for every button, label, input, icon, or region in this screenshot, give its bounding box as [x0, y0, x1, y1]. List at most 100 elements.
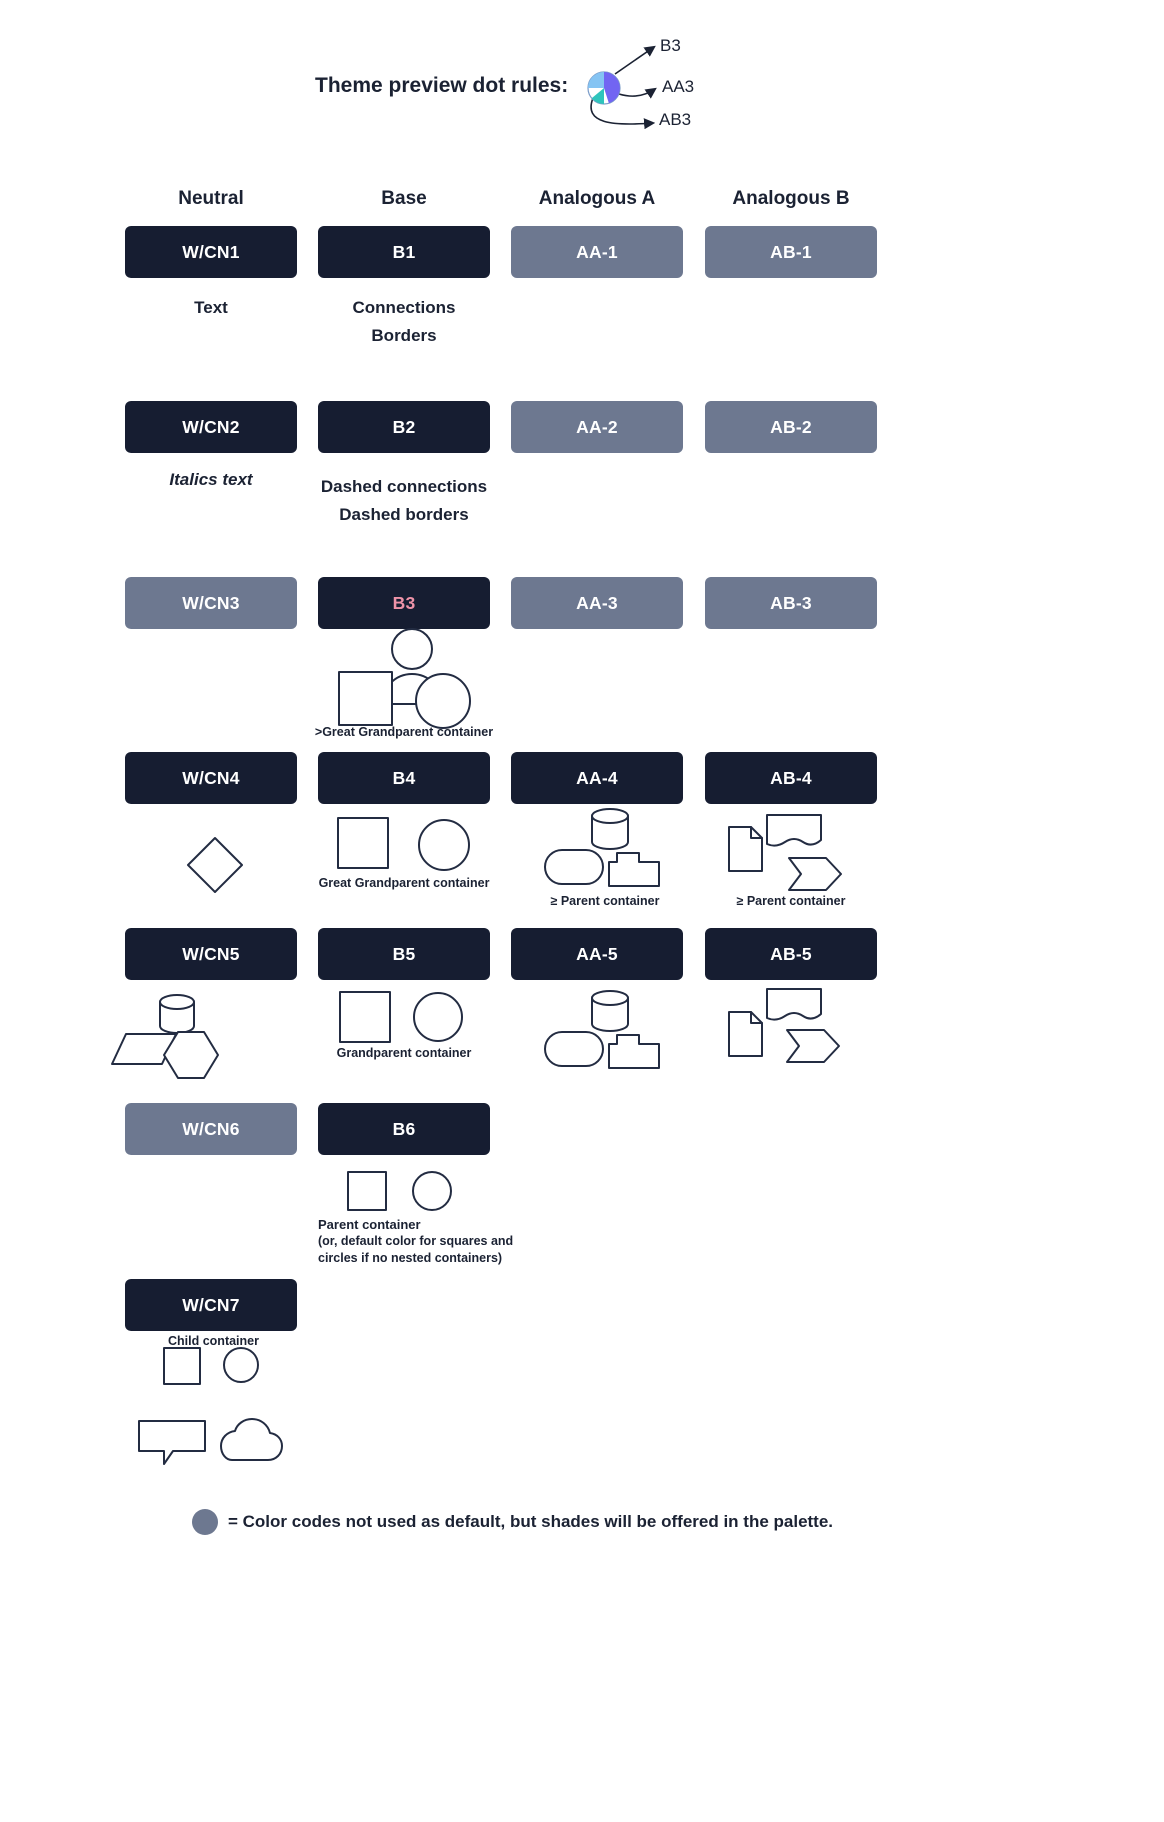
caption-aa4: ≥ Parent container	[550, 894, 660, 908]
caption-b3: >Great Grandparent container	[314, 725, 494, 739]
b5-shape-group	[339, 991, 463, 1043]
circle-shape	[412, 1171, 452, 1211]
badge-wcn1: W/CN1	[125, 226, 297, 278]
stadium-shape	[544, 849, 604, 885]
document-shape	[728, 1011, 763, 1057]
annotation-borders: Borders	[371, 326, 437, 345]
badge-b3: B3	[318, 577, 490, 629]
badge-wcn5: W/CN5	[125, 928, 297, 980]
cylinder-shape	[591, 997, 629, 1032]
badge-aa2: AA-2	[511, 401, 683, 453]
badge-aa3: AA-3	[511, 577, 683, 629]
badge-wcn6: W/CN6	[125, 1103, 297, 1155]
annotation-italics-text: Italics text	[169, 470, 253, 489]
arrow-to-b3	[614, 45, 656, 75]
annotation-dashed-borders: Dashed borders	[339, 505, 469, 524]
column-header-analogous-b: Analogous B	[732, 188, 850, 209]
badge-b4: B4	[318, 752, 490, 804]
badge-wcn7: W/CN7	[125, 1279, 297, 1331]
badge-aa1: AA-1	[511, 226, 683, 278]
badge-b1: B1	[318, 226, 490, 278]
stadium-shape	[544, 1031, 604, 1067]
square-shape	[347, 1171, 387, 1211]
badge-wcn2: W/CN2	[125, 401, 297, 453]
badge-wcn3: W/CN3	[125, 577, 297, 629]
dot-segment-blue	[588, 72, 604, 88]
document-fold-icon	[750, 826, 763, 839]
aa5-shape-group	[544, 990, 660, 1069]
document-shape	[728, 826, 763, 872]
dot-rules-arrows	[587, 45, 657, 130]
circle-shape	[418, 819, 470, 871]
chevron-shape	[788, 857, 842, 891]
caption-b6: Parent container (or, default color for …	[318, 1216, 526, 1267]
dot-segment-purple	[604, 72, 620, 104]
badge-b6: B6	[318, 1103, 490, 1155]
column-header-base: Base	[381, 188, 427, 209]
caption-b6-line2: (or, default color for squares and circl…	[318, 1234, 514, 1265]
wcn7-shape-group-2	[138, 1418, 283, 1465]
wave-shape	[766, 814, 822, 847]
cylinder-shape	[591, 815, 629, 850]
wcn5-shape-group	[111, 994, 219, 1079]
dot-rule-label-b3: B3	[660, 36, 681, 55]
diamond-shape	[187, 837, 243, 893]
badge-b2: B2	[318, 401, 490, 453]
theme-preview-dot	[587, 71, 621, 105]
aa4-shape-group	[544, 808, 660, 887]
badge-wcn4: W/CN4	[125, 752, 297, 804]
person-head-shape	[391, 628, 433, 670]
legend-gray-dot-icon	[192, 1509, 218, 1535]
column-header-neutral: Neutral	[178, 188, 244, 209]
tabbed-rect-shape	[608, 852, 660, 887]
tabbed-rect-shape	[608, 1034, 660, 1069]
badge-ab3: AB-3	[705, 577, 877, 629]
annotation-connections-borders: Connections Borders	[304, 294, 504, 350]
ab4-shape-group	[728, 814, 842, 891]
dot-rule-label-aa3: AA3	[662, 77, 695, 96]
ab5-shape-group	[728, 988, 840, 1063]
annotation-dashed: Dashed connections Dashed borders	[304, 473, 504, 529]
circle-shape	[415, 673, 471, 729]
caption-b5: Grandparent container	[336, 1046, 472, 1060]
b6-shape-group	[347, 1171, 452, 1211]
badge-ab4: AB-4	[705, 752, 877, 804]
caption-b6-line1: Parent container	[318, 1217, 421, 1232]
cylinder-top-shape	[159, 994, 195, 1010]
wave-shape	[766, 988, 822, 1021]
cylinder-top-shape	[591, 990, 629, 1006]
caption-ab4: ≥ Parent container	[736, 894, 846, 908]
badge-ab2: AB-2	[705, 401, 877, 453]
annotation-dashed-connections: Dashed connections	[320, 477, 488, 496]
square-shape	[163, 1347, 201, 1385]
badge-ab1: AB-1	[705, 226, 877, 278]
document-fold-icon	[750, 1011, 763, 1024]
circle-shape	[223, 1347, 259, 1383]
b3-shape-group	[338, 628, 471, 729]
annotation-connections: Connections	[352, 298, 456, 317]
square-shape	[338, 671, 393, 726]
speech-bubble-shape	[138, 1420, 206, 1465]
wcn7-shape-group	[163, 1347, 259, 1385]
badge-b5: B5	[318, 928, 490, 980]
arrow-to-ab3	[590, 97, 656, 130]
dot-rule-label-ab3: AB3	[659, 110, 692, 129]
page-title: Theme preview dot rules:	[315, 74, 569, 97]
caption-wcn7: Child container	[168, 1334, 259, 1348]
caption-b4: Great Grandparent container	[318, 876, 490, 890]
arrow-to-aa3	[618, 87, 657, 99]
chevron-shape	[786, 1029, 840, 1063]
badge-aa4: AA-4	[511, 752, 683, 804]
column-header-analogous-a: Analogous A	[538, 188, 656, 209]
badge-aa5: AA-5	[511, 928, 683, 980]
square-shape	[337, 817, 389, 869]
annotation-text: Text	[194, 298, 228, 317]
dot-segment-teal	[591, 88, 604, 105]
circle-shape	[413, 992, 463, 1042]
cloud-shape	[220, 1418, 283, 1461]
b4-shape-group	[337, 817, 470, 871]
hexagon-shape	[163, 1031, 219, 1079]
parallelogram-shape	[111, 1033, 177, 1065]
square-shape	[339, 991, 391, 1043]
badge-ab5: AB-5	[705, 928, 877, 980]
